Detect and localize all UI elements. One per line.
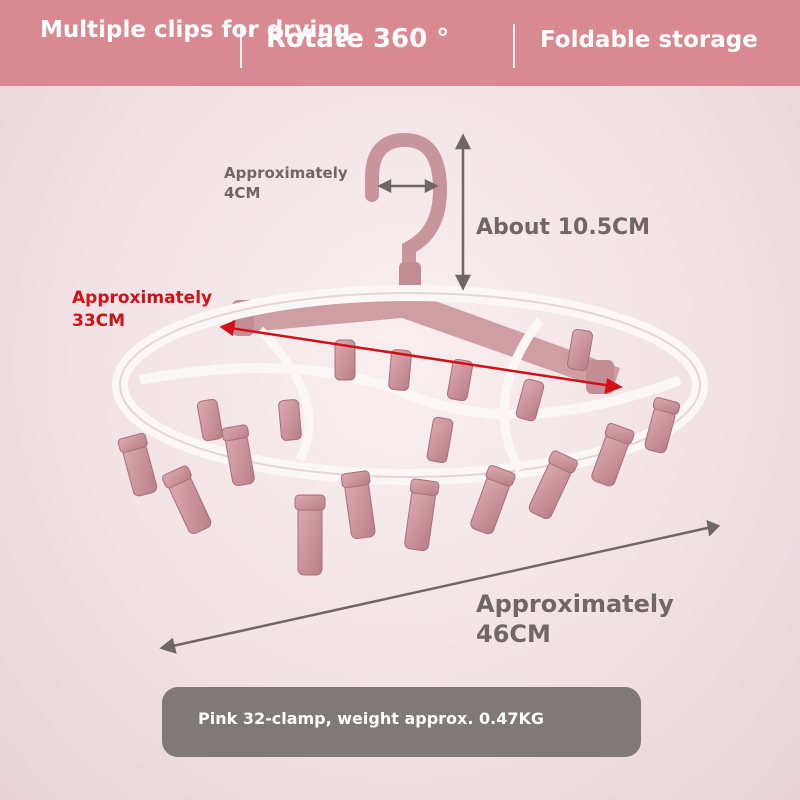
inner-span-label: Approximately 33CM — [72, 288, 213, 331]
top-banner: Multiple clips for drying Rotate 360 ° F… — [0, 0, 800, 86]
feature-foldable: Foldable storage — [540, 27, 758, 53]
caption-box: Pink 32-clamp, weight approx. 0.47KG — [162, 687, 641, 757]
hook-width-arrow — [377, 178, 439, 194]
banner-divider — [513, 24, 515, 68]
oval-frame — [112, 285, 708, 485]
hook-height-arrow — [454, 133, 472, 291]
outer-span-arrow — [159, 520, 721, 654]
hook-height-label: About 10.5CM — [476, 215, 651, 240]
outer-span-label: Approximately 46CM — [476, 590, 674, 648]
caption-text: Pink 32-clamp, weight approx. 0.47KG — [198, 709, 544, 728]
banner-divider — [240, 24, 242, 68]
hook-width-label: Approximately 4CM — [224, 164, 348, 202]
clothes-clips — [117, 328, 681, 576]
hook — [365, 132, 448, 292]
feature-multiple-clips: Multiple clips for drying — [40, 17, 351, 43]
inner-span-arrow — [219, 319, 623, 394]
feature-rotate: Rotate 360 ° — [266, 24, 450, 54]
